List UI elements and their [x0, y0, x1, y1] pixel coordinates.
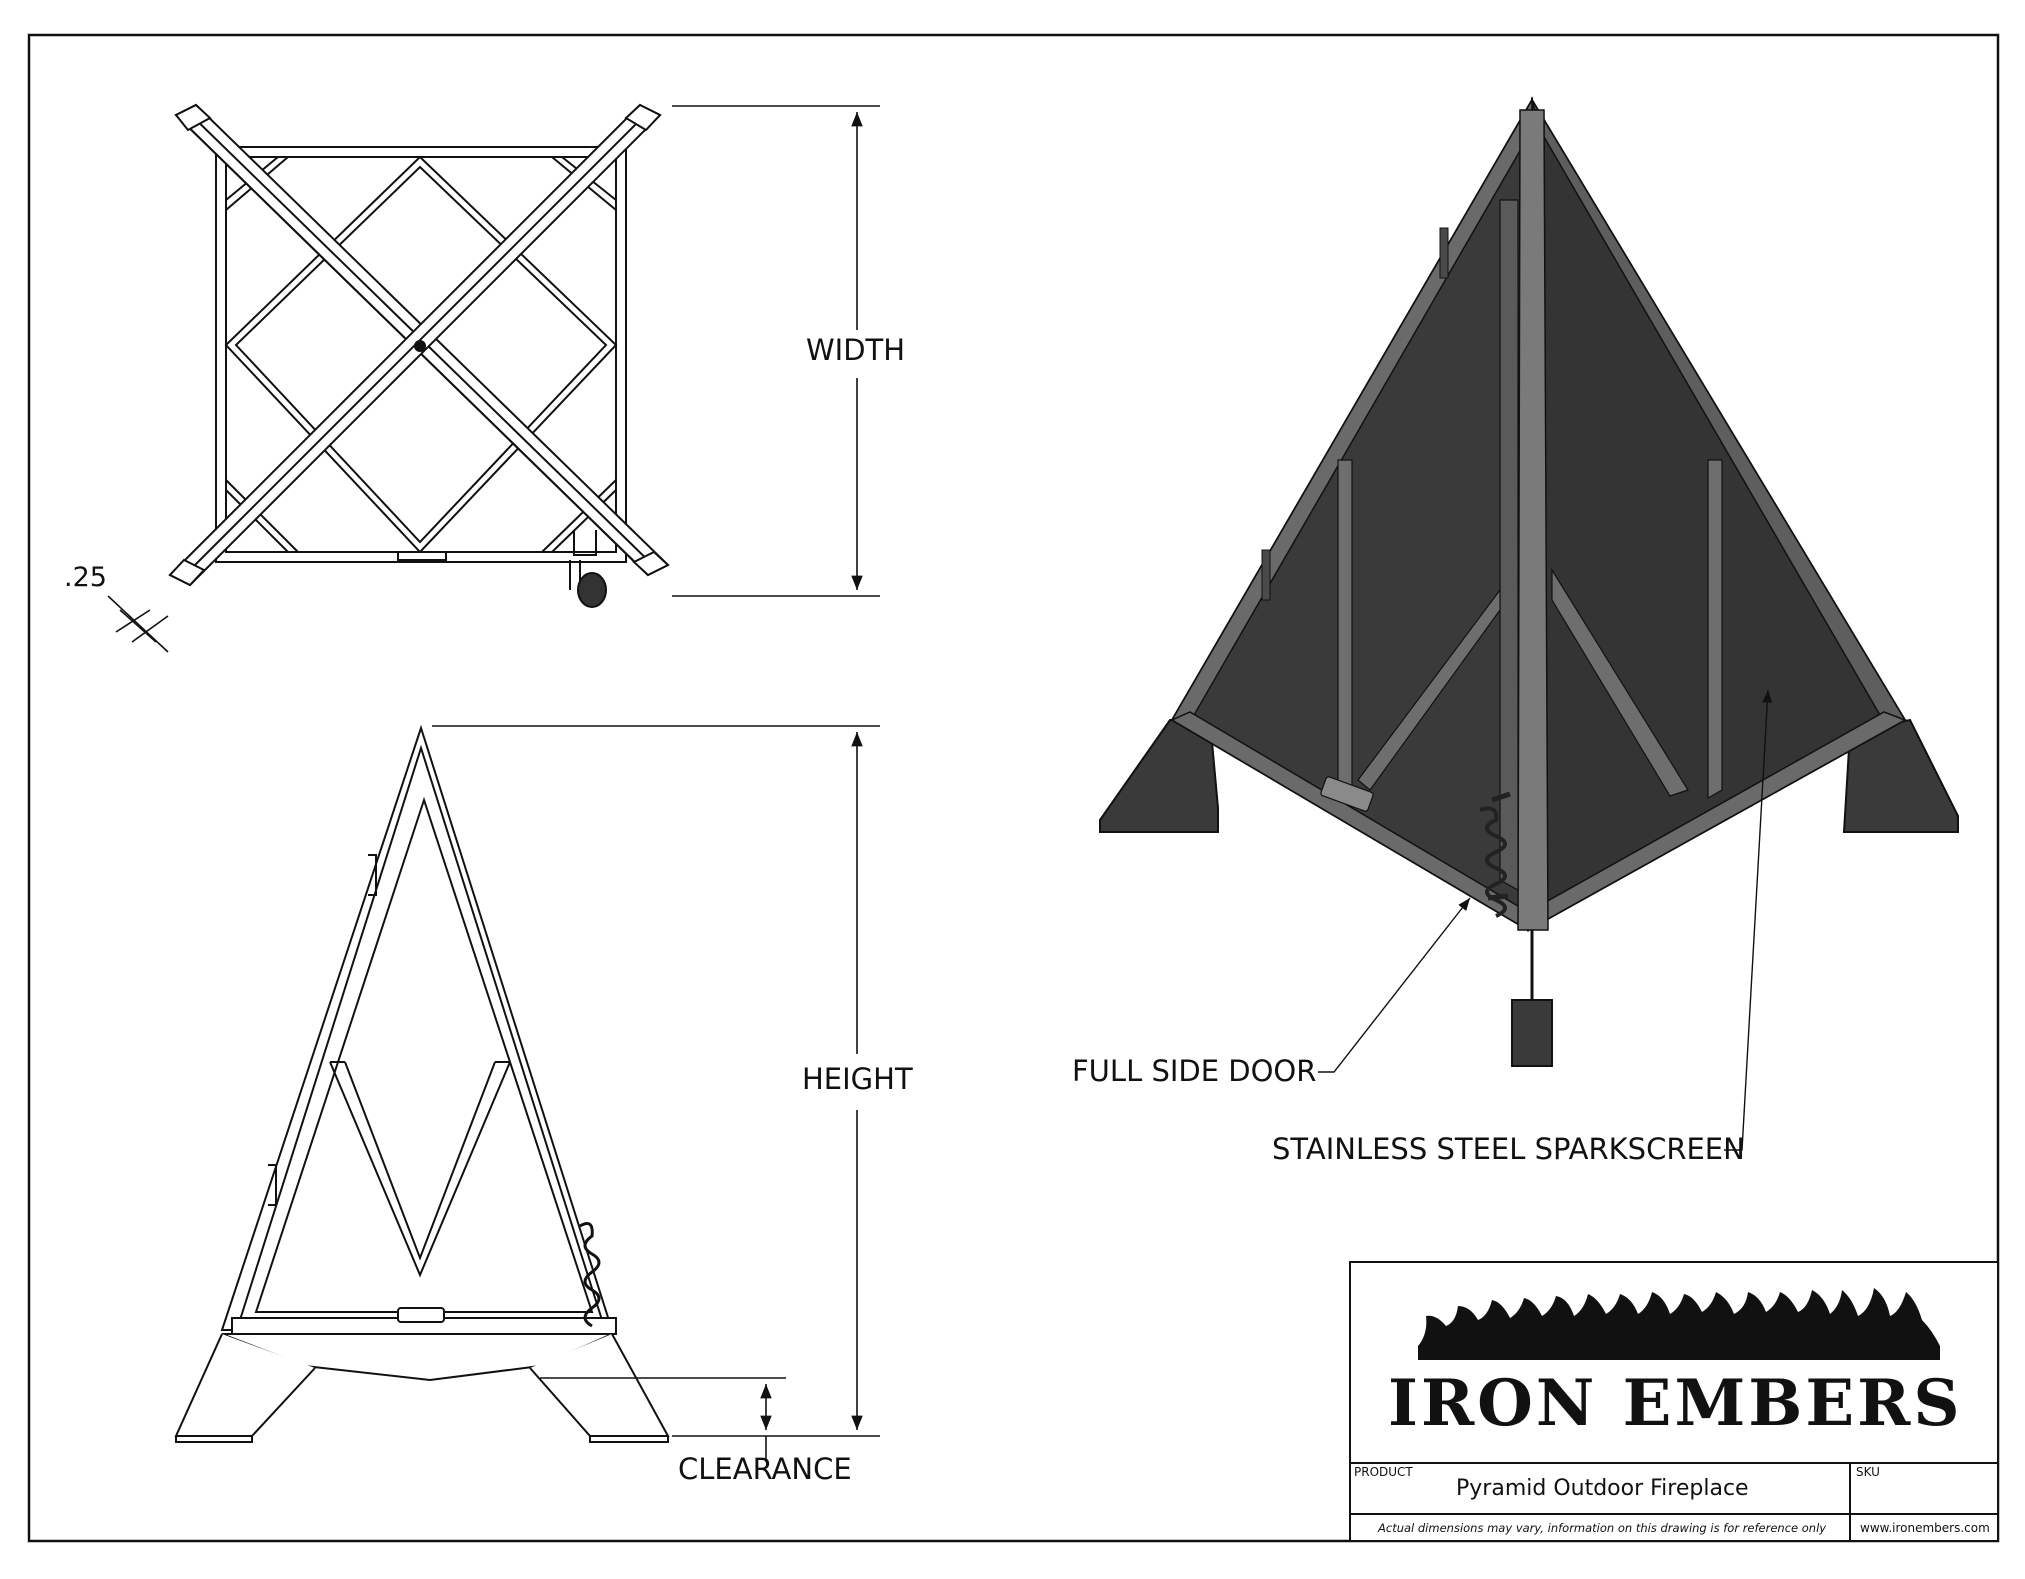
clearance-label: CLEARANCE — [678, 1452, 852, 1486]
brand-wordmark: IRON EMBERS — [1388, 1366, 1963, 1441]
front-view — [174, 724, 670, 1443]
sparkscreen-callout: STAINLESS STEEL SPARKSCREEN — [1272, 1132, 1745, 1166]
width-dimension — [672, 105, 880, 597]
website-label: www.ironembers.com — [1860, 1521, 1990, 1535]
product-header: PRODUCT — [1354, 1465, 1413, 1479]
sku-header: SKU — [1856, 1465, 1880, 1479]
product-name: Pyramid Outdoor Fireplace — [1456, 1476, 1749, 1501]
side-door-callout: FULL SIDE DOOR — [1072, 1054, 1317, 1088]
sheet-border — [27, 33, 2000, 1543]
disclaimer-note: Actual dimensions may vary, information … — [1378, 1521, 1827, 1535]
leg-thickness-dimension — [107, 595, 169, 653]
leg-thickness-label: .25 — [64, 562, 107, 593]
isometric-view — [1099, 96, 1959, 1067]
height-label: HEIGHT — [802, 1062, 913, 1096]
top-view — [168, 103, 670, 608]
callout-leaders — [1318, 689, 1773, 1151]
flame-logo-icon — [1418, 1288, 1940, 1360]
width-label: WIDTH — [806, 333, 906, 367]
height-dimension — [432, 725, 880, 1437]
clearance-dimension — [540, 1377, 786, 1462]
